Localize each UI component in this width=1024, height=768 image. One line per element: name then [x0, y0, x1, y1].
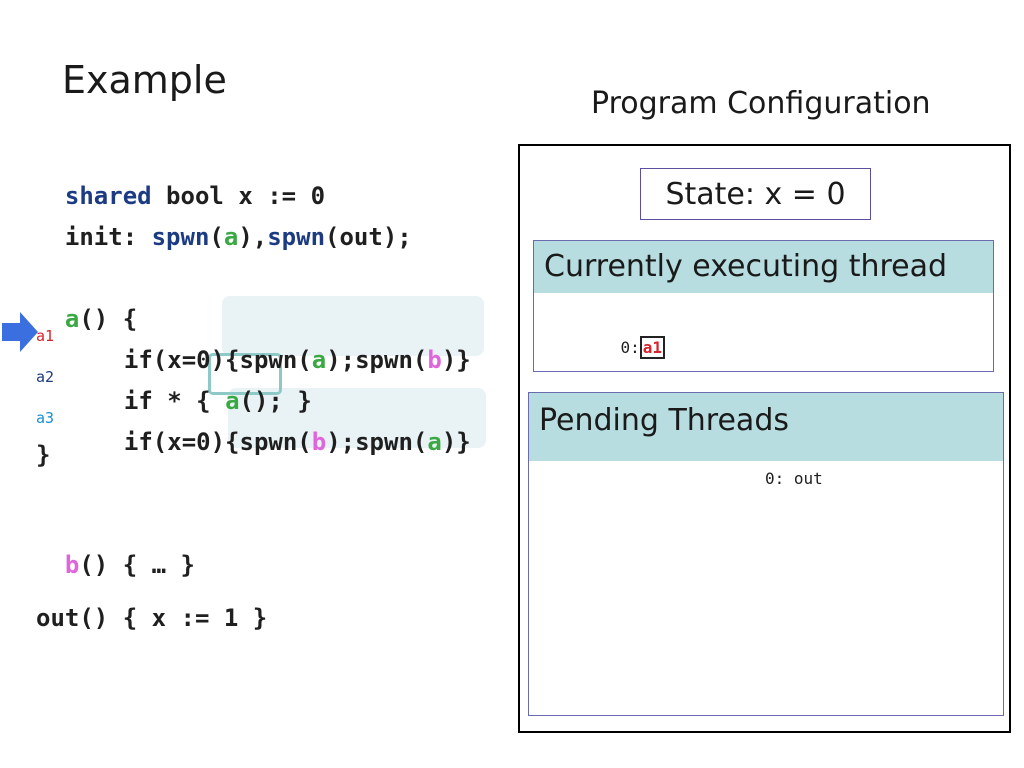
config-title: Program Configuration [591, 86, 931, 121]
code-line-a1: if(x=0){spwn(a);spwn(b)} [95, 318, 471, 374]
code-token: a [311, 346, 327, 374]
code-line-a3: if(x=0){spwn(b);spwn(a)} [95, 400, 471, 456]
code-token: () { … } [79, 551, 195, 579]
pending-thread-entry: 0: out [765, 469, 823, 488]
config-panel [518, 144, 1011, 733]
label-a3: a3 [36, 409, 55, 427]
code-token: x [238, 182, 253, 210]
code-token: b [64, 551, 80, 579]
code-token: a [225, 387, 240, 415]
code-line-close: } [36, 441, 51, 469]
code-token: ), [238, 223, 268, 251]
code-token: );spwn( [326, 346, 428, 374]
code-token: spwn [151, 223, 210, 251]
code-token: b [311, 428, 327, 456]
code-token: )} [441, 346, 471, 374]
code-line-out-def: out() { x := 1 } [36, 604, 268, 632]
code-line-shared: shared bool x := 0 [36, 154, 325, 210]
pending-threads-panel: Pending Threads 0: out [528, 392, 1004, 716]
code-token: a [223, 223, 239, 251]
code-token: } [282, 387, 312, 415]
code-token: if * { [123, 387, 226, 415]
code-token: b [427, 346, 442, 374]
code-token: a [64, 305, 80, 333]
code-token: := 0 [252, 182, 326, 210]
code-token: (out); [325, 223, 412, 251]
code-token: spwn [267, 223, 326, 251]
code-token: if(x=0){ [123, 428, 240, 456]
spawn-highlight-a3 [228, 388, 486, 448]
executing-thread-header: Currently executing thread [534, 241, 993, 293]
code-token: () { [79, 305, 138, 333]
code-line-b-def: b() { … } [36, 523, 195, 579]
code-token: );spwn( [326, 428, 428, 456]
thread-pc-label: a1 [639, 336, 666, 359]
code-token: )} [441, 428, 471, 456]
executing-thread-entry: 0:a1 [582, 319, 666, 376]
state-box: State: x = 0 [640, 168, 871, 220]
code-line-a-def: a() { [36, 277, 137, 333]
state-label: State: x = 0 [665, 176, 846, 212]
thread-id: 0: [620, 338, 640, 357]
call-highlight-a2 [208, 353, 282, 395]
code-token: (); [239, 387, 283, 415]
slide-title: Example [62, 58, 227, 102]
code-token: shared [64, 182, 152, 210]
code-token: if(x=0){ [123, 346, 240, 374]
code-token: spwn( [239, 428, 312, 456]
label-a2: a2 [36, 368, 55, 386]
spawn-highlight-a1 [222, 296, 484, 356]
pending-threads-header: Pending Threads [529, 393, 1003, 461]
code-token: spwn( [239, 346, 312, 374]
code-line-a2: if * { a(); } [95, 359, 312, 415]
current-pc-arrow-icon [2, 312, 38, 352]
executing-thread-panel: Currently executing thread 0:a1 [533, 240, 994, 372]
code-token: init: [64, 223, 152, 251]
code-token: ( [209, 223, 224, 251]
label-a1: a1 [36, 327, 55, 345]
code-line-init: init: spwn(a),spwn(out); [36, 195, 412, 251]
code-token: a [427, 428, 442, 456]
code-token: bool [151, 182, 239, 210]
